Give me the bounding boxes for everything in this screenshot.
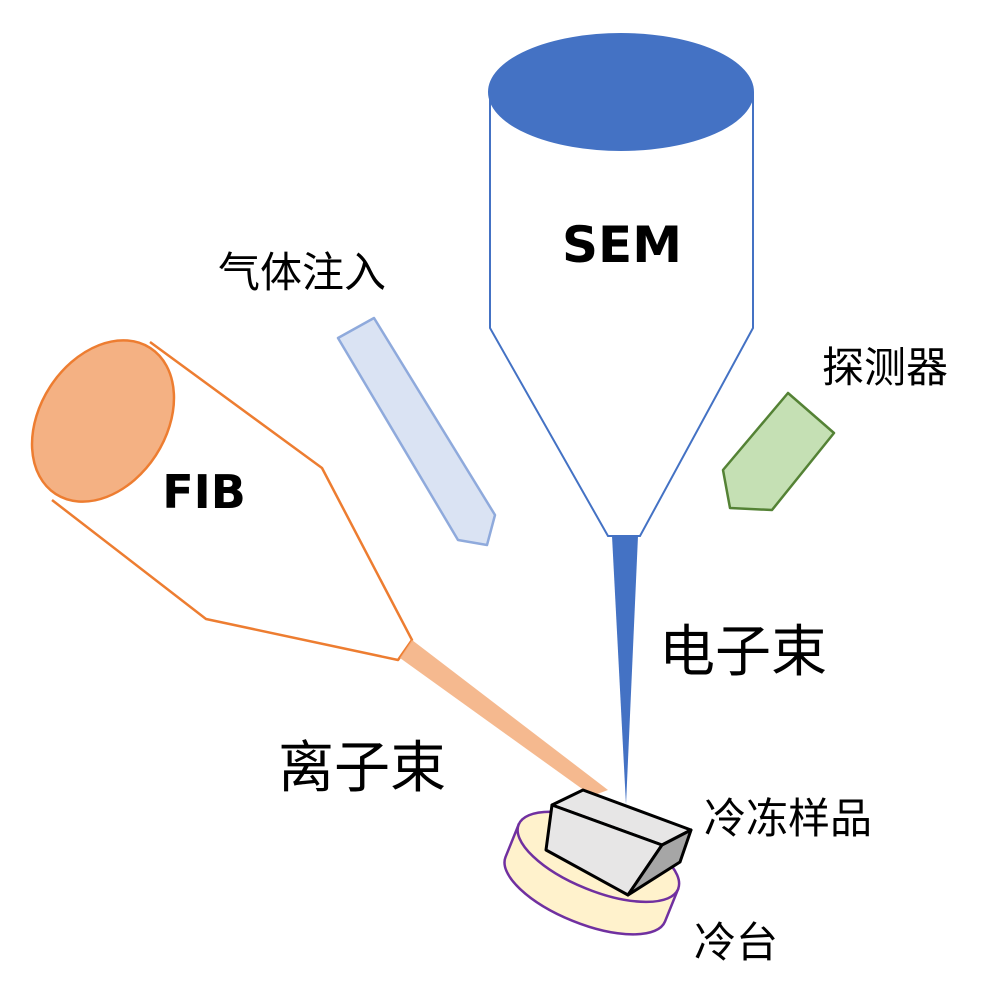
ion-beam-label: 离子束 [278,736,446,801]
gas-injection-needle [336,316,497,547]
sem-body [489,92,754,537]
sample-side-face [626,828,693,897]
detector-label: 探测器 [822,343,948,392]
sem-top-ellipse [488,33,754,151]
detector-shape [721,391,836,512]
fib-label: FIB [162,465,246,519]
frozen-sample-label: 冷冻样品 [704,794,872,843]
fib-end-ellipse [30,339,176,503]
frozen-sample [544,788,693,897]
gas-injection-label: 气体注入 [218,248,386,297]
ion-beam [400,640,608,796]
electron-beam-label: 电子束 [659,620,827,685]
cold-stage-label: 冷台 [694,918,778,967]
sem-column [488,33,754,537]
fib-body [51,340,414,662]
fib-column [30,339,414,662]
electron-beam [612,536,638,805]
sem-label: SEM [562,216,682,274]
